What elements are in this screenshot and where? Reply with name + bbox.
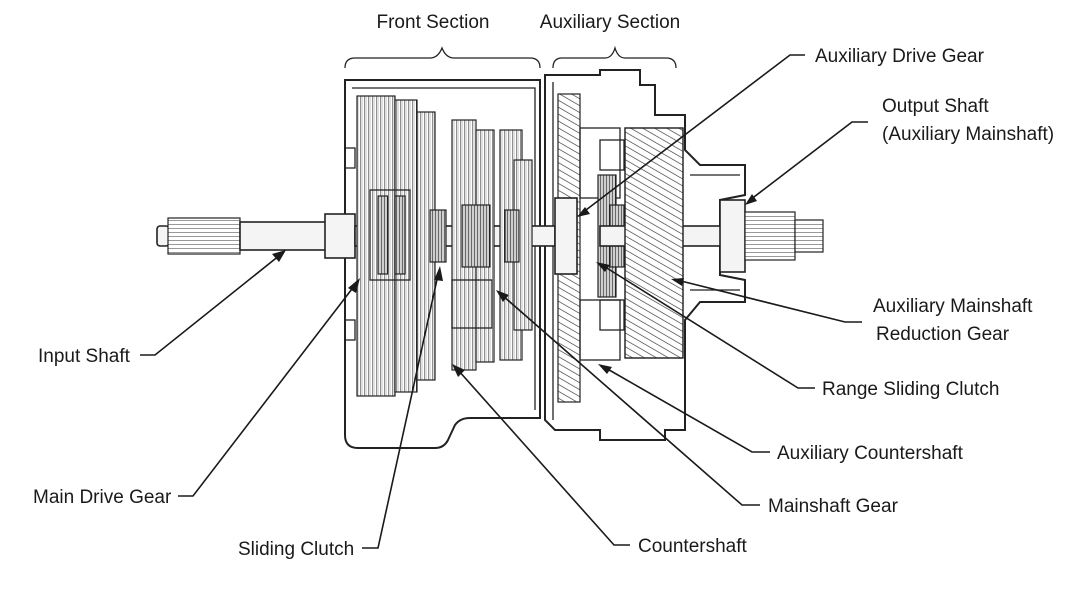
leader-auxiliary-drive-gear — [577, 54, 805, 217]
input-shaft-part — [156, 213, 356, 259]
leader-range-sliding-clutch — [596, 262, 815, 389]
front-section-bracket — [344, 46, 541, 69]
label-main-drive-gear: Main Drive Gear — [33, 487, 172, 508]
label-range-sliding-clutch: Range Sliding Clutch — [822, 379, 999, 400]
leader-auxiliary-countershaft — [598, 364, 770, 453]
auxiliary-section-title: Auxiliary Section — [540, 12, 680, 33]
label-output-shaft-line2: (Auxiliary Mainshaft) — [882, 124, 1054, 145]
auxiliary-internals — [579, 127, 741, 361]
output-shaft-part — [719, 199, 824, 273]
label-countershaft: Countershaft — [638, 536, 748, 557]
leader-countershaft — [452, 364, 630, 546]
label-output-shaft-line1: Output Shaft — [882, 96, 989, 117]
leader-mainshaft-gear — [496, 290, 760, 506]
label-mainshaft-gear: Mainshaft Gear — [768, 496, 899, 517]
leader-aux-mainshaft-reduction-gear — [671, 278, 862, 323]
leader-output-shaft — [745, 121, 868, 205]
label-sliding-clutch: Sliding Clutch — [238, 539, 354, 560]
label-auxiliary-countershaft: Auxiliary Countershaft — [777, 443, 964, 464]
front-section-title: Front Section — [377, 12, 490, 33]
auxiliary-section-bracket — [552, 45, 677, 69]
leader-input-shaft — [140, 250, 286, 356]
sliding-clutch-part — [429, 209, 447, 263]
leader-main-drive-gear — [178, 278, 360, 497]
front-gear-stack — [451, 119, 533, 371]
label-aux-mainshaft-reduction-gear-line2: Reduction Gear — [876, 324, 1010, 345]
leader-sliding-clutch — [362, 266, 443, 549]
label-auxiliary-drive-gear: Auxiliary Drive Gear — [815, 46, 985, 67]
label-aux-mainshaft-reduction-gear-line1: Auxiliary Mainshaft — [873, 296, 1033, 317]
label-input-shaft: Input Shaft — [38, 346, 131, 367]
main-drive-gear-part — [356, 95, 436, 397]
auxiliary-drive-gear-part — [554, 93, 581, 403]
